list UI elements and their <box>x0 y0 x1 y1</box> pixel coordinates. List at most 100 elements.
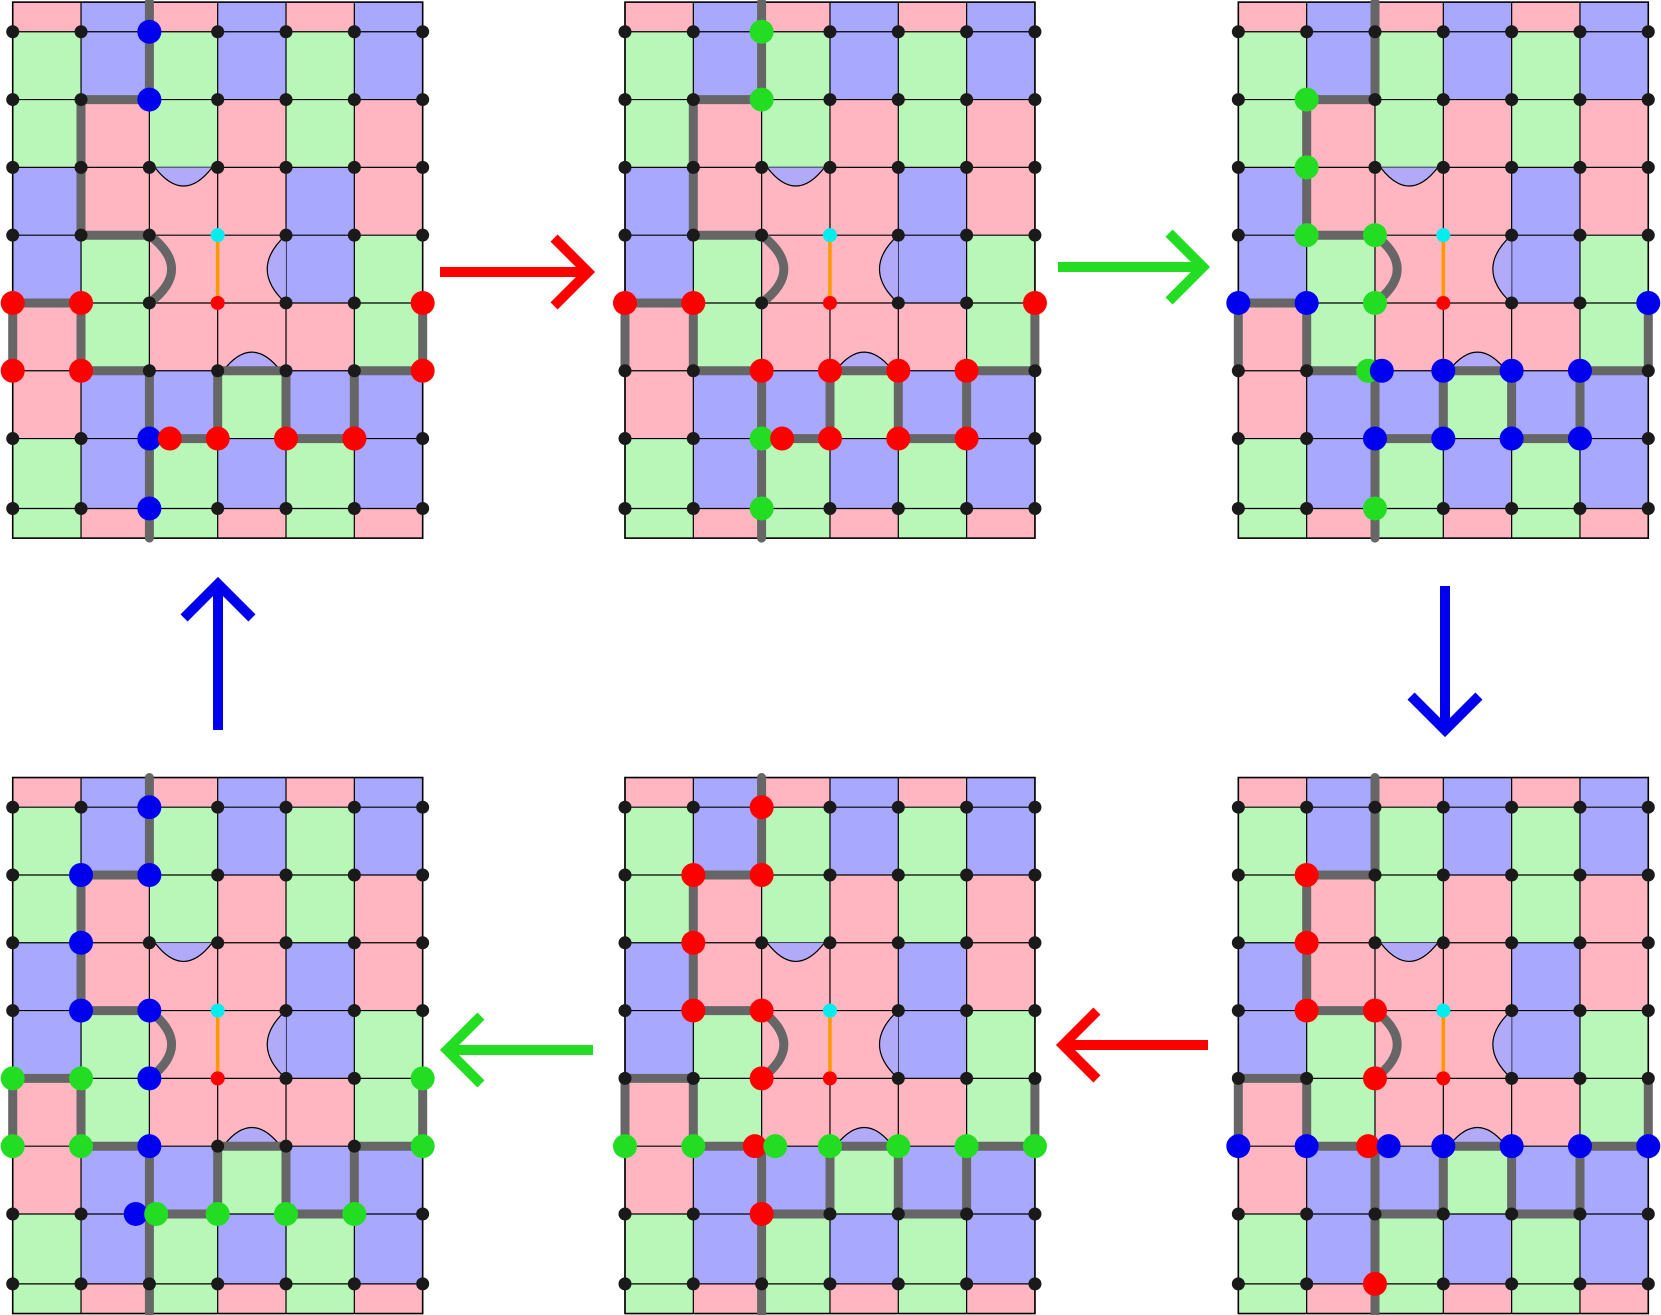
brick <box>624 167 694 236</box>
lattice-dot <box>279 1277 293 1291</box>
brick <box>829 807 899 875</box>
lattice-dot <box>1641 25 1655 39</box>
lattice-dot <box>891 228 905 242</box>
marker-red <box>1356 1134 1381 1159</box>
lattice-dot <box>755 1277 769 1291</box>
arrow-head <box>550 234 596 310</box>
brick <box>693 777 762 808</box>
marker-red <box>886 358 911 383</box>
brick <box>1443 942 1512 1011</box>
brick <box>1443 31 1512 100</box>
brick <box>1579 874 1649 943</box>
lattice-dot <box>416 160 430 174</box>
lattice-dot <box>1368 160 1382 174</box>
brick <box>1511 99 1580 168</box>
lattice-dot <box>1573 1004 1587 1018</box>
marker-red <box>205 426 230 451</box>
brick <box>1443 508 1512 539</box>
brick <box>12 1146 82 1214</box>
brick <box>81 874 150 943</box>
brick <box>1238 31 1307 100</box>
brick <box>1443 777 1512 808</box>
lattice-dot <box>1368 93 1382 107</box>
brick <box>12 942 82 1011</box>
brick <box>966 1010 1035 1079</box>
lattice-dot <box>279 1071 293 1085</box>
marker-blue <box>69 862 94 887</box>
marker-green <box>1362 496 1387 521</box>
brick <box>1238 235 1307 303</box>
marker-blue <box>1226 1134 1251 1159</box>
marker-blue <box>69 998 94 1023</box>
brick <box>286 302 355 371</box>
lattice-dot <box>1641 1207 1655 1221</box>
lattice-dot <box>823 800 837 814</box>
brick <box>81 302 150 371</box>
marker-red <box>749 1201 774 1226</box>
brick <box>149 807 218 875</box>
brick <box>898 2 967 32</box>
brick <box>1579 777 1649 808</box>
brick <box>624 2 694 32</box>
brick <box>966 235 1035 303</box>
marker-green <box>749 426 774 451</box>
brick <box>12 508 82 539</box>
arc-flap <box>766 942 825 963</box>
marker-red <box>749 358 774 383</box>
brick <box>1511 777 1580 808</box>
marker-blue <box>137 1066 162 1091</box>
probe-top-dot <box>822 228 837 243</box>
brick <box>12 1010 82 1079</box>
brick <box>286 99 355 168</box>
lattice-dot <box>416 25 430 39</box>
lattice-dot <box>960 868 974 882</box>
marker-red <box>0 358 25 383</box>
brick <box>761 2 830 32</box>
lattice-dot <box>960 501 974 515</box>
lattice-dot <box>1436 1277 1450 1291</box>
brick <box>1374 438 1444 509</box>
lattice-dot <box>686 364 700 378</box>
lattice-dot <box>347 1004 361 1018</box>
marker-red <box>817 358 842 383</box>
brick <box>1579 99 1649 168</box>
marker-green <box>954 1134 979 1159</box>
brick <box>829 31 899 100</box>
arc-flap <box>878 1009 899 1080</box>
lattice-dot <box>755 160 769 174</box>
brick <box>1238 807 1307 875</box>
brick <box>1238 438 1307 509</box>
brick <box>1238 167 1307 236</box>
marker-red <box>749 998 774 1023</box>
marker-green <box>1362 223 1387 248</box>
lattice-dot <box>74 25 88 39</box>
brick <box>693 1213 762 1284</box>
brick <box>966 31 1035 100</box>
brick <box>898 438 967 509</box>
lattice-dot <box>891 1071 905 1085</box>
lattice-dot <box>6 25 20 39</box>
lattice-dot <box>1028 93 1042 107</box>
brick <box>81 807 150 875</box>
arrow-head <box>1055 1007 1101 1083</box>
brick <box>1579 807 1649 875</box>
arc-flap <box>154 942 213 963</box>
lattice-dot <box>74 800 88 814</box>
lattice-dot <box>279 364 293 378</box>
lattice-dot <box>416 432 430 446</box>
brick <box>898 235 967 303</box>
brick <box>624 1283 694 1314</box>
lattice-dot <box>1641 1277 1655 1291</box>
brick <box>966 942 1035 1011</box>
lattice-dot <box>6 800 20 814</box>
brick <box>286 235 355 303</box>
brick <box>966 508 1035 539</box>
lattice-dot <box>755 228 769 242</box>
lattice-dot <box>1505 800 1519 814</box>
marker-red <box>886 426 911 451</box>
lattice-dot <box>142 364 156 378</box>
panel-top-left <box>0 0 435 543</box>
panel-bottom-left <box>0 773 435 1315</box>
brick <box>966 1146 1035 1214</box>
marker-green <box>749 87 774 112</box>
